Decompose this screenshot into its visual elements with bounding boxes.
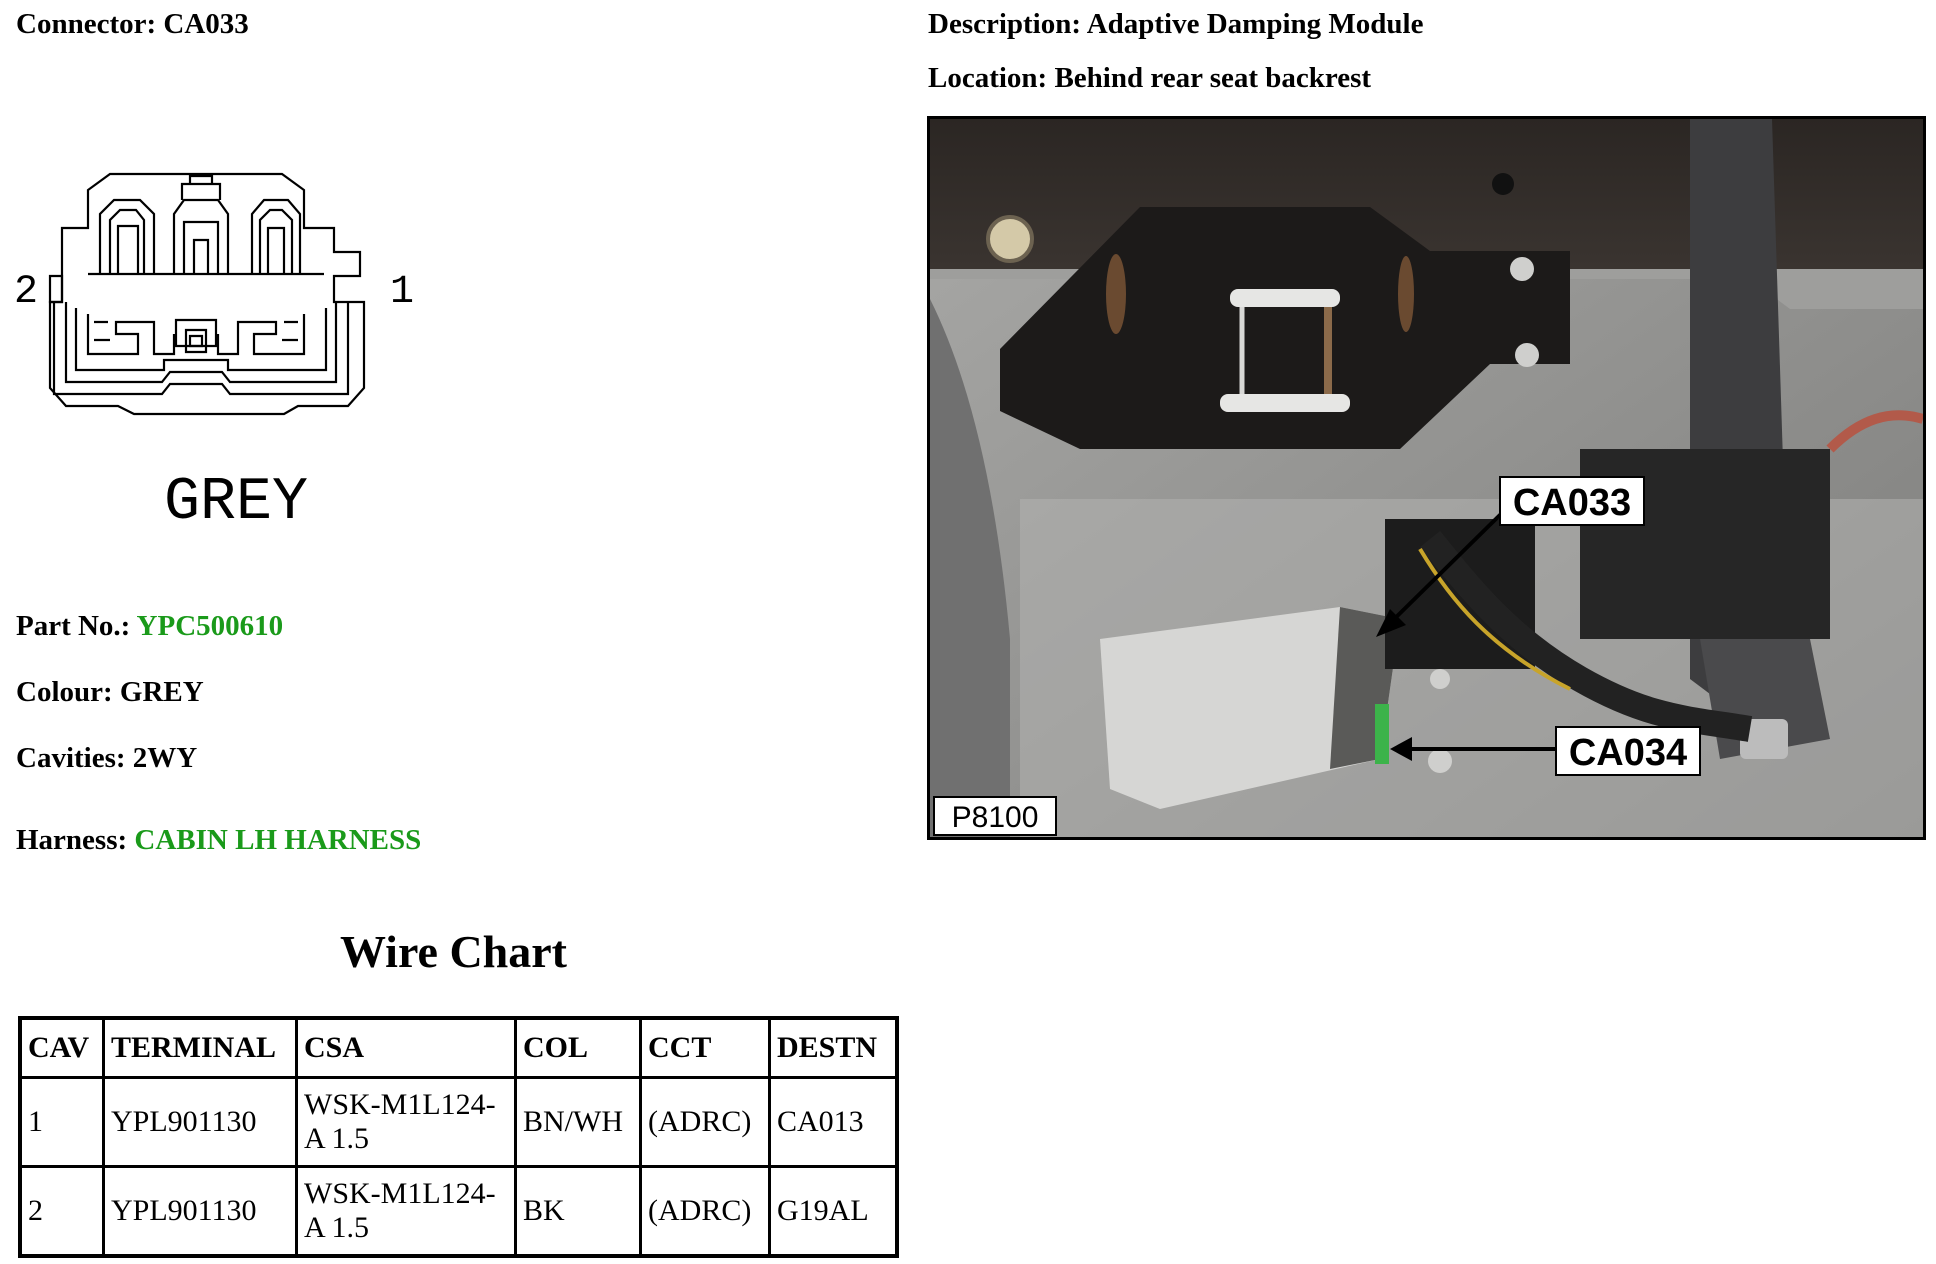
colour-label: Colour:: [16, 676, 113, 708]
colour-value: GREY: [119, 676, 204, 708]
header-col: COL: [514, 1016, 642, 1079]
header-terminal: TERMINAL: [102, 1016, 298, 1079]
cavities-value: 2WY: [132, 742, 198, 774]
callout-ca034: CA034: [1569, 732, 1687, 774]
cell-cav: 2: [18, 1165, 105, 1258]
header-csa: CSA: [295, 1016, 517, 1079]
cell-terminal: YPL901130: [102, 1165, 298, 1258]
wire-chart-table: CAV TERMINAL CSA COL CCT DESTN 1 YPL9011…: [18, 1016, 899, 1258]
cell-col: BK: [514, 1165, 642, 1258]
connector-label: Connector:: [16, 8, 157, 40]
table-header-row: CAV TERMINAL CSA COL CCT DESTN: [18, 1016, 899, 1079]
part-no-value[interactable]: YPC500610: [136, 610, 284, 642]
description-label: Description:: [928, 8, 1082, 40]
connector-face-diagram: 2 1 GREY: [14, 172, 414, 537]
cell-destn: CA013: [768, 1076, 899, 1168]
part-no-label: Part No.:: [16, 610, 131, 642]
cavities-label: Cavities:: [16, 742, 126, 774]
location-field: Location: Behind rear seat backrest: [928, 62, 1371, 95]
harness-label: Harness:: [16, 824, 128, 856]
header-destn: DESTN: [768, 1016, 899, 1079]
cell-destn: G19AL: [768, 1165, 899, 1258]
cell-csa: WSK-M1L124-A 1.5: [295, 1165, 517, 1258]
photo-reference: P8100: [952, 801, 1039, 834]
location-value: Behind rear seat backrest: [1054, 62, 1372, 94]
part-no-field: Part No.: YPC500610: [16, 610, 283, 643]
pin-2-label: 2: [14, 270, 38, 315]
harness-field: Harness: CABIN LH HARNESS: [16, 824, 421, 857]
cell-cct: (ADRC): [639, 1165, 771, 1258]
table-row: 1 YPL901130 WSK-M1L124-A 1.5 BN/WH (ADRC…: [18, 1076, 899, 1168]
cell-terminal: YPL901130: [102, 1076, 298, 1168]
description-field: Description: Adaptive Damping Module: [928, 8, 1423, 41]
connector-field: Connector: CA033: [16, 8, 249, 41]
wire-chart-title: Wire Chart: [340, 926, 567, 977]
cell-cav: 1: [18, 1076, 105, 1168]
callout-ca033: CA033: [1513, 482, 1631, 524]
location-photo: CA033 CA034 P8100: [927, 116, 1926, 840]
description-value: Adaptive Damping Module: [1086, 8, 1424, 40]
harness-value[interactable]: CABIN LH HARNESS: [134, 824, 422, 856]
cell-csa: WSK-M1L124-A 1.5: [295, 1076, 517, 1168]
location-label: Location:: [928, 62, 1048, 94]
header-cct: CCT: [639, 1016, 771, 1079]
cell-cct: (ADRC): [639, 1076, 771, 1168]
cavities-field: Cavities: 2WY: [16, 742, 197, 775]
connector-value: CA033: [163, 8, 249, 40]
header-cav: CAV: [18, 1016, 105, 1079]
table-row: 2 YPL901130 WSK-M1L124-A 1.5 BK (ADRC) G…: [18, 1165, 899, 1258]
pin-1-label: 1: [390, 270, 414, 315]
diagram-colour-label: GREY: [164, 469, 308, 537]
cell-col: BN/WH: [514, 1076, 642, 1168]
colour-field: Colour: GREY: [16, 676, 204, 709]
